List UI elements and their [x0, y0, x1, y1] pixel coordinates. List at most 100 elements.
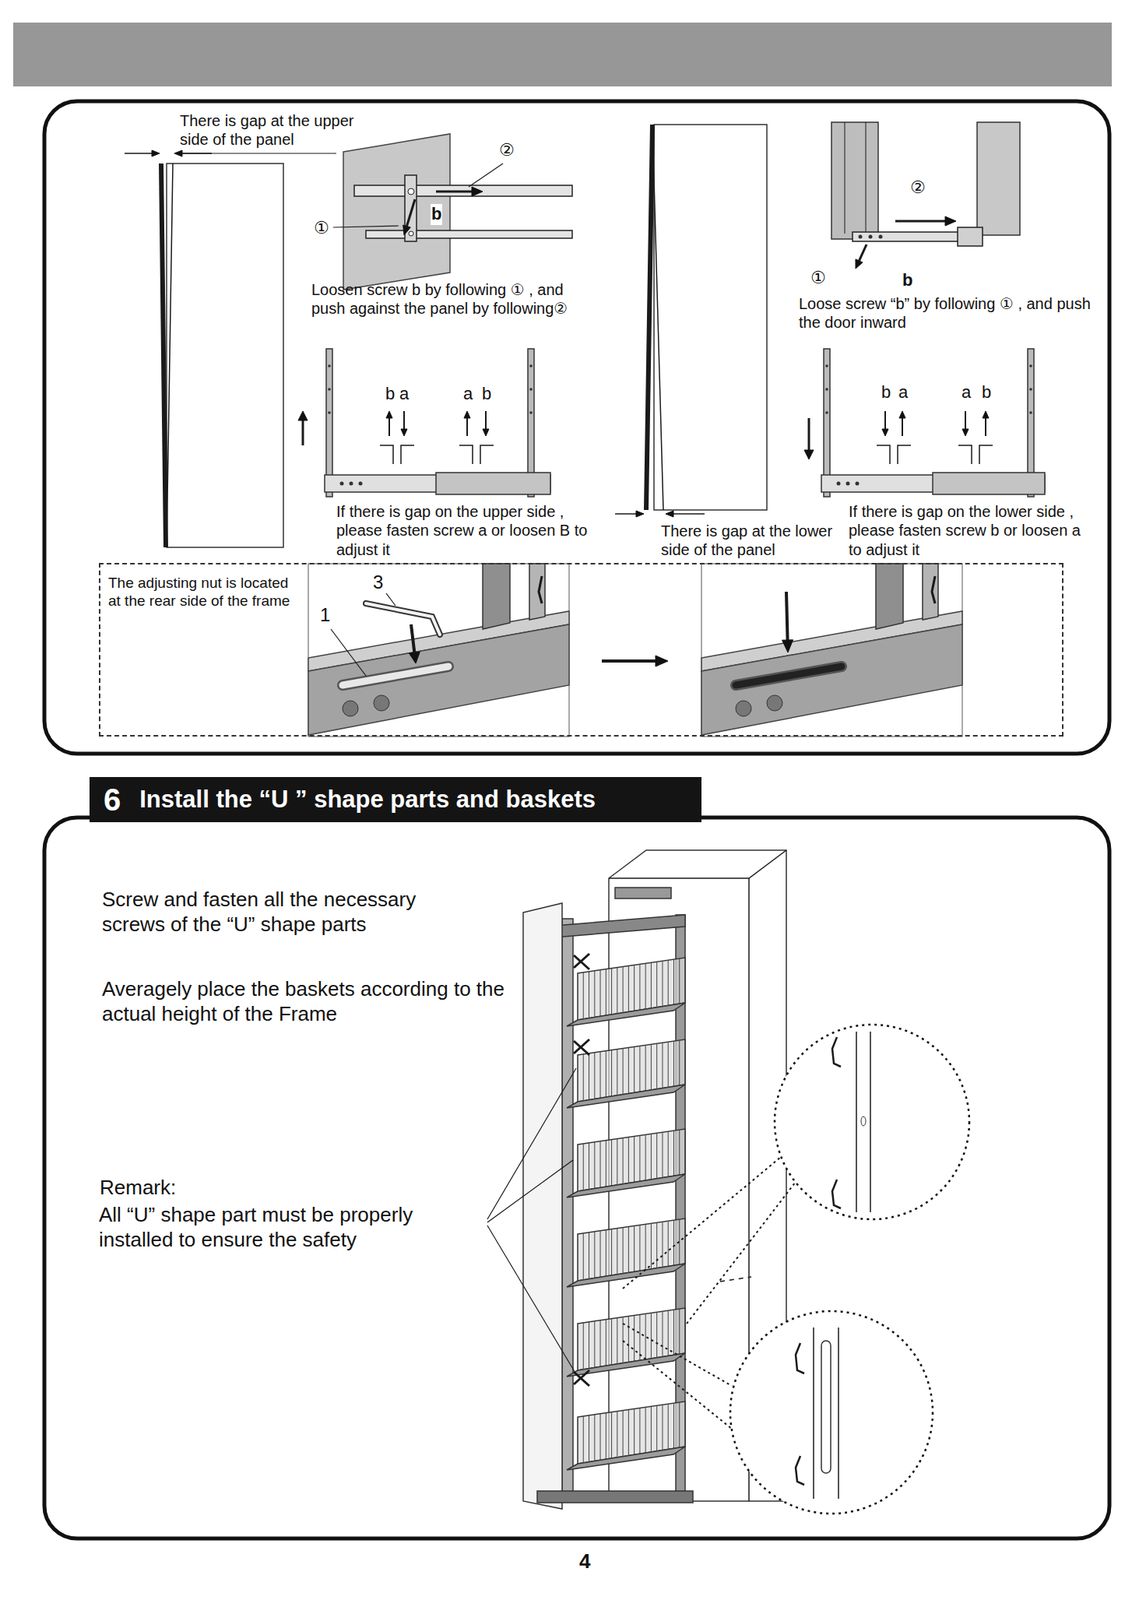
screw	[408, 231, 414, 236]
screw-arrow-head	[400, 428, 408, 436]
callout-number: ②	[498, 140, 516, 162]
basket-wire	[673, 1040, 675, 1087]
allen-key	[365, 603, 440, 635]
basket-wire	[588, 1232, 590, 1280]
rail-screw	[349, 481, 354, 486]
frame-hole	[766, 695, 783, 711]
basket-tray	[566, 1446, 686, 1470]
slider	[435, 472, 551, 495]
basket-wire	[645, 1223, 647, 1270]
basket-wire	[633, 1408, 635, 1455]
post-hole	[327, 387, 331, 391]
instruction-note: Loosen screw b by following ① , and push…	[311, 280, 581, 319]
basket-wire	[639, 1045, 640, 1092]
frame-post	[922, 563, 939, 620]
frame-hole	[735, 700, 752, 717]
door-panel	[523, 903, 563, 1509]
screw-letter: a	[960, 382, 972, 404]
screw-arrow-shaft	[901, 418, 904, 436]
screw-letter: a	[398, 383, 410, 405]
basket-wire	[605, 1319, 607, 1366]
cabinet-edge	[608, 850, 787, 879]
basket-wire	[628, 1409, 630, 1456]
basket-wire	[611, 1229, 612, 1276]
basket-wire	[605, 1230, 607, 1277]
basket-wire	[594, 1414, 595, 1462]
basket-wire	[667, 959, 669, 1006]
dash-mark	[720, 1276, 752, 1282]
frame-edge	[865, 122, 867, 234]
basket-wire	[583, 1143, 584, 1191]
basket-wire	[611, 1050, 612, 1097]
panel-gap-upper	[124, 150, 337, 548]
basket-wire	[650, 1406, 652, 1452]
screw-bracket	[897, 445, 911, 465]
post-hole	[327, 411, 331, 415]
step-number: 6	[103, 780, 121, 820]
screw-letter: b	[880, 382, 892, 404]
post-hole	[529, 364, 533, 368]
basket-wire	[667, 1310, 669, 1356]
basket-wire	[588, 1415, 590, 1463]
photo-frame	[701, 563, 963, 737]
post-detail	[869, 1031, 872, 1213]
screw-arrow-head	[882, 428, 889, 436]
basket-tray	[566, 1174, 686, 1198]
frame-post	[562, 918, 574, 1495]
basket-wire	[616, 1139, 618, 1185]
leader-line	[487, 1225, 577, 1375]
screw-arrow-shaft	[884, 411, 886, 429]
basket-wire	[583, 1322, 584, 1370]
frame-post	[529, 563, 545, 620]
push-arrow-head	[471, 186, 483, 197]
basket-wire	[628, 1137, 630, 1184]
loosen-arrow-head	[855, 259, 863, 269]
basket-tray	[566, 1084, 686, 1108]
basket-wire	[667, 1220, 669, 1266]
basket-wire	[600, 1320, 602, 1368]
magnifier-circle	[730, 1311, 933, 1514]
basket-wire	[673, 1219, 675, 1266]
step-panel	[44, 101, 1110, 754]
basket-wire	[622, 1048, 624, 1095]
dimension-arrow-shaft	[182, 152, 212, 155]
basket-wire	[650, 1312, 652, 1359]
sequence-arrow-shaft	[601, 659, 656, 663]
hook	[832, 1179, 841, 1209]
dimension-arrow-shaft	[615, 513, 637, 515]
basket-wire	[583, 1416, 584, 1463]
screw-arrow-shaft	[388, 418, 391, 436]
step-title: Install the “U ” shape parts and baskets	[139, 784, 596, 815]
post-hole	[1029, 411, 1033, 415]
screw-arrow-head	[899, 411, 906, 419]
frame-hole	[373, 695, 390, 711]
basket-wire	[633, 1314, 635, 1361]
rail-screw	[836, 481, 841, 486]
basket-wire	[645, 1134, 647, 1181]
rail	[365, 230, 573, 239]
basket-wire	[588, 971, 590, 1019]
hinge-bracket	[333, 133, 573, 290]
dimension-arrow-head	[174, 150, 183, 157]
press-arrow-head	[782, 639, 794, 653]
instruction-text: Averagely place the baskets according to…	[101, 977, 507, 1027]
frame-base	[701, 624, 963, 735]
leader-line	[487, 1068, 577, 1220]
base	[537, 1490, 693, 1503]
frame-post	[831, 122, 879, 240]
rail-end	[957, 227, 983, 247]
basket-wire	[616, 1228, 618, 1275]
basket-wire	[600, 1051, 602, 1099]
basket-wire	[650, 962, 652, 1009]
basket-wire	[594, 1231, 595, 1279]
basket-wire	[673, 1130, 675, 1176]
dimension-line	[174, 152, 337, 154]
loosen-arrow-shaft	[406, 199, 415, 227]
post-hole	[529, 411, 533, 415]
instruction-note: If there is gap on the upper side , plea…	[336, 502, 609, 559]
basket-wire	[656, 1132, 658, 1179]
basket-wire	[661, 960, 663, 1006]
screw-letter: b	[901, 270, 914, 292]
step-panel	[44, 817, 1110, 1539]
basket-wire	[616, 1049, 618, 1096]
